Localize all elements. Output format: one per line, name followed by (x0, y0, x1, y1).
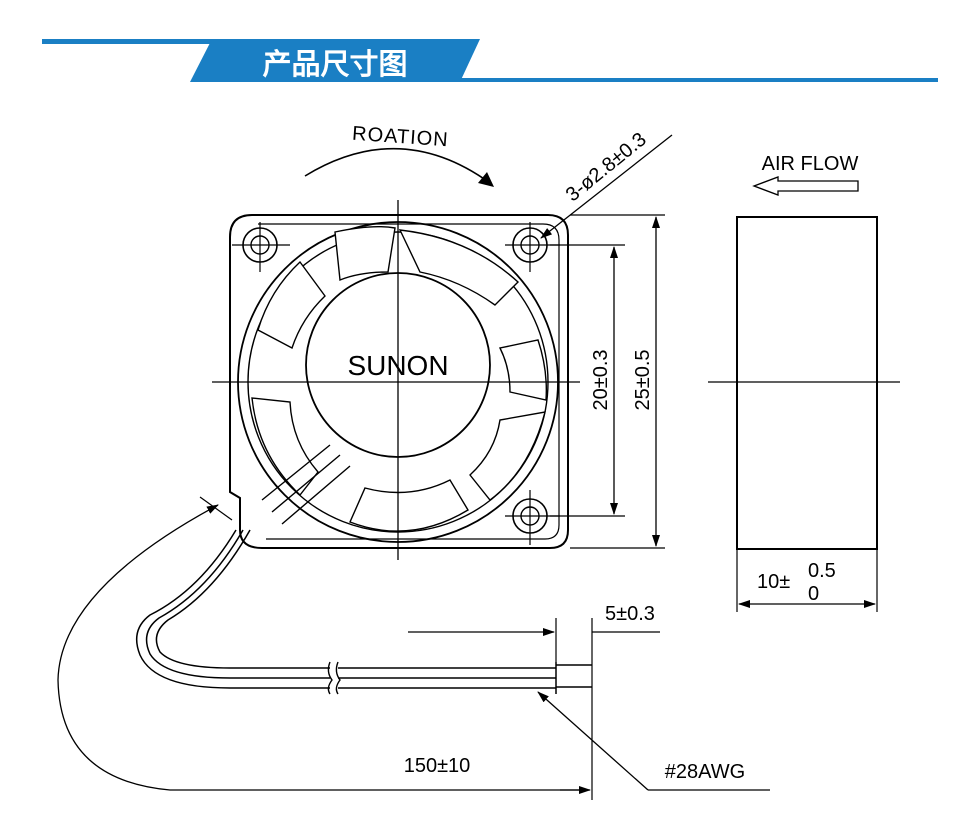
air-flow-label: AIR FLOW (762, 153, 859, 175)
wire-channel (261, 444, 351, 525)
banner-right-rule (460, 78, 938, 82)
dim-25-label: 25±0.5 (632, 349, 654, 410)
hole-spec-leader (540, 134, 673, 239)
fan-blade (251, 397, 319, 497)
wire-middle (145, 529, 330, 679)
hole-spec-label: 3-ø2.8±0.3 (562, 128, 651, 206)
banner-title: 产品尺寸图 (262, 47, 407, 81)
wire-break (327, 661, 341, 695)
fan-blade (334, 225, 396, 281)
wire-length-label: 150±10 (404, 755, 471, 777)
banner-tab (190, 39, 480, 82)
banner-left-rule (42, 39, 212, 44)
fan-blade (398, 229, 520, 306)
fan-front-view: SUNON (212, 200, 580, 560)
thickness-lower-label: 0 (808, 583, 819, 605)
rotation-indicator: ROATION (304, 123, 494, 187)
fan-blade (469, 411, 546, 501)
lead-wires (135, 529, 592, 695)
wire-gauge-label: #28AWG (665, 761, 745, 783)
rotation-label: ROATION (351, 123, 449, 152)
fan-blade (349, 479, 469, 532)
wire-gauge-callout: #28AWG (537, 691, 770, 791)
hole-spec-callout: 3-ø2.8±0.3 (540, 128, 673, 239)
strip-length-dimension: 5±0.3 (408, 603, 660, 800)
wire-length-arc (57, 504, 588, 791)
wire-inner (155, 529, 330, 669)
air-flow-arrow (752, 176, 859, 196)
fan-blade (257, 260, 326, 350)
wire-outer (135, 529, 330, 689)
wire-gauge-leader (537, 691, 649, 791)
rotation-arrowhead (478, 172, 494, 187)
wire-length-dimension: 150±10 (57, 496, 591, 794)
fan-side-view: AIR FLOW 10± 0.5 0 (708, 153, 900, 612)
fan-frame (229, 214, 569, 549)
title-banner: 产品尺寸图 (42, 39, 938, 82)
thickness-base-label: 10± (757, 571, 790, 593)
side-view-body (736, 216, 878, 550)
strip-dim-label: 5±0.3 (605, 603, 655, 625)
rotation-arc (304, 147, 491, 184)
fan-blades (251, 225, 548, 532)
dim-20-label: 20±0.3 (590, 349, 612, 410)
thickness-upper-label: 0.5 (808, 560, 836, 582)
height-dimensions: 20±0.3 25±0.5 (550, 214, 665, 549)
fan-blade (498, 339, 548, 401)
